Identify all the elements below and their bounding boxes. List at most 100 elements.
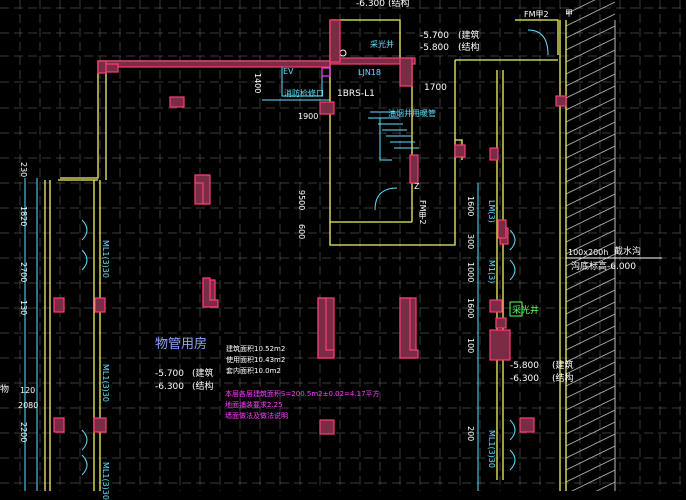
column (409, 154, 419, 184)
hatch-line (565, 73, 616, 99)
room-area-1: 建筑面积10.52m2 (226, 345, 286, 353)
dim-230: 230 (19, 162, 28, 178)
hatch-line (565, 301, 616, 327)
note-pink-2: 地面铺装要求2.25 (225, 401, 283, 409)
hatch-line (565, 397, 616, 423)
hatch-line (565, 337, 616, 363)
dim-100: 100 (466, 338, 475, 354)
dim-1000: 1000 (466, 262, 475, 283)
drain-size: 100x200h (568, 248, 609, 257)
hatch-line (565, 193, 616, 219)
room-name: 物管用房 (155, 337, 208, 352)
column (489, 329, 511, 361)
column (489, 299, 503, 313)
dim-1900: 1900 (298, 112, 319, 121)
column (319, 101, 335, 115)
hatch-line (565, 373, 616, 399)
column-l (399, 297, 419, 359)
column (169, 96, 185, 108)
hatch-line (565, 445, 616, 471)
shaft-elev-struct: -5.800 (420, 43, 450, 53)
column-l (202, 277, 219, 308)
hatch-line (565, 349, 616, 375)
right-struct-tag: (结构 (552, 374, 574, 384)
hatch-line (565, 289, 616, 315)
room-area-3: 套内面积10.0m2 (226, 367, 281, 375)
shaft-elev-arch: -5.700 (420, 31, 450, 41)
hatch-line (565, 265, 616, 291)
stair-shaft-label: 采光井 (370, 40, 394, 49)
water-note: 油烟井用暖管 (388, 109, 436, 118)
shaft-arch-tag: (建筑 (458, 31, 480, 41)
hatch-line (565, 97, 616, 123)
right-elev-arch: -5.800 (510, 361, 540, 371)
fmid-label: FM甲2 (418, 200, 427, 225)
column (497, 219, 507, 239)
door-swing-top (527, 29, 549, 56)
dim-1400: 1400 (253, 73, 262, 94)
right-elev-struct: -6.300 (510, 374, 540, 384)
top-elevation-label: -6.300 (356, 0, 386, 9)
ljn-label: LJN18 (358, 68, 381, 77)
hatch-line (565, 205, 616, 231)
wall-geometry (24, 0, 662, 491)
hatch-line (565, 157, 616, 183)
column (329, 19, 341, 63)
marker-box (321, 67, 331, 77)
beam-label: 1BRS-L1 (337, 89, 375, 99)
door-swing-small (509, 259, 516, 281)
door-tag-lm3: LM(3) (487, 200, 496, 223)
structural-columns (53, 19, 567, 435)
hatch-line (565, 25, 616, 51)
fire-box-label: 消防检修口 (284, 89, 324, 98)
door-tag-ml1: ML1(3)30 (101, 240, 110, 278)
column (555, 95, 567, 107)
dim-1600: 1600 (466, 196, 475, 217)
hatch-line (565, 421, 616, 447)
column (94, 297, 106, 313)
light-well-box (509, 301, 523, 317)
door-swing-small (81, 429, 88, 451)
hatch-line (565, 385, 616, 411)
column (105, 63, 119, 73)
z-mark: Z (414, 182, 420, 191)
column-l (317, 297, 335, 359)
fire-box-tag1: EV (283, 67, 294, 76)
room-area-2: 使用面积10.43m2 (226, 356, 286, 364)
dim-2080: 2080 (18, 401, 39, 410)
column (97, 60, 107, 74)
dim-200: 200 (466, 426, 475, 442)
column (97, 60, 331, 68)
hatch-line (565, 409, 616, 435)
door-tag-ml4: ML1(3)30 (487, 430, 496, 468)
column (519, 417, 535, 433)
room-elev-struct: -6.300 (155, 382, 185, 392)
column (454, 144, 466, 158)
right-arch-tag: (建筑 (552, 361, 574, 371)
dim-300: 300 (466, 234, 475, 250)
hatch-line (565, 229, 616, 255)
room-arch-tag: (建筑 (192, 369, 214, 379)
hatch-line (565, 13, 616, 39)
column (399, 57, 413, 87)
hatch-line (565, 0, 596, 15)
column-l (194, 174, 211, 205)
hatch-line (571, 469, 616, 491)
hatch-line (565, 133, 616, 159)
note-pink-3: 墙面做法及做法说明 (225, 412, 288, 420)
hatch-line (565, 85, 616, 111)
dim-600: 600 (297, 224, 306, 240)
hatch-line (565, 313, 616, 339)
door-swing-small (509, 229, 516, 251)
door-swing (374, 187, 398, 211)
hatch-line (565, 49, 616, 75)
wall-outline (515, 19, 559, 55)
hatch-line (565, 145, 616, 171)
hatch-line (595, 481, 616, 491)
hatch-line (565, 325, 616, 351)
door-jia-label: 甲 (565, 9, 573, 18)
door-swing-small (509, 449, 516, 471)
top-struct-tag: (结构 (388, 0, 410, 9)
wall-outline (330, 19, 401, 58)
